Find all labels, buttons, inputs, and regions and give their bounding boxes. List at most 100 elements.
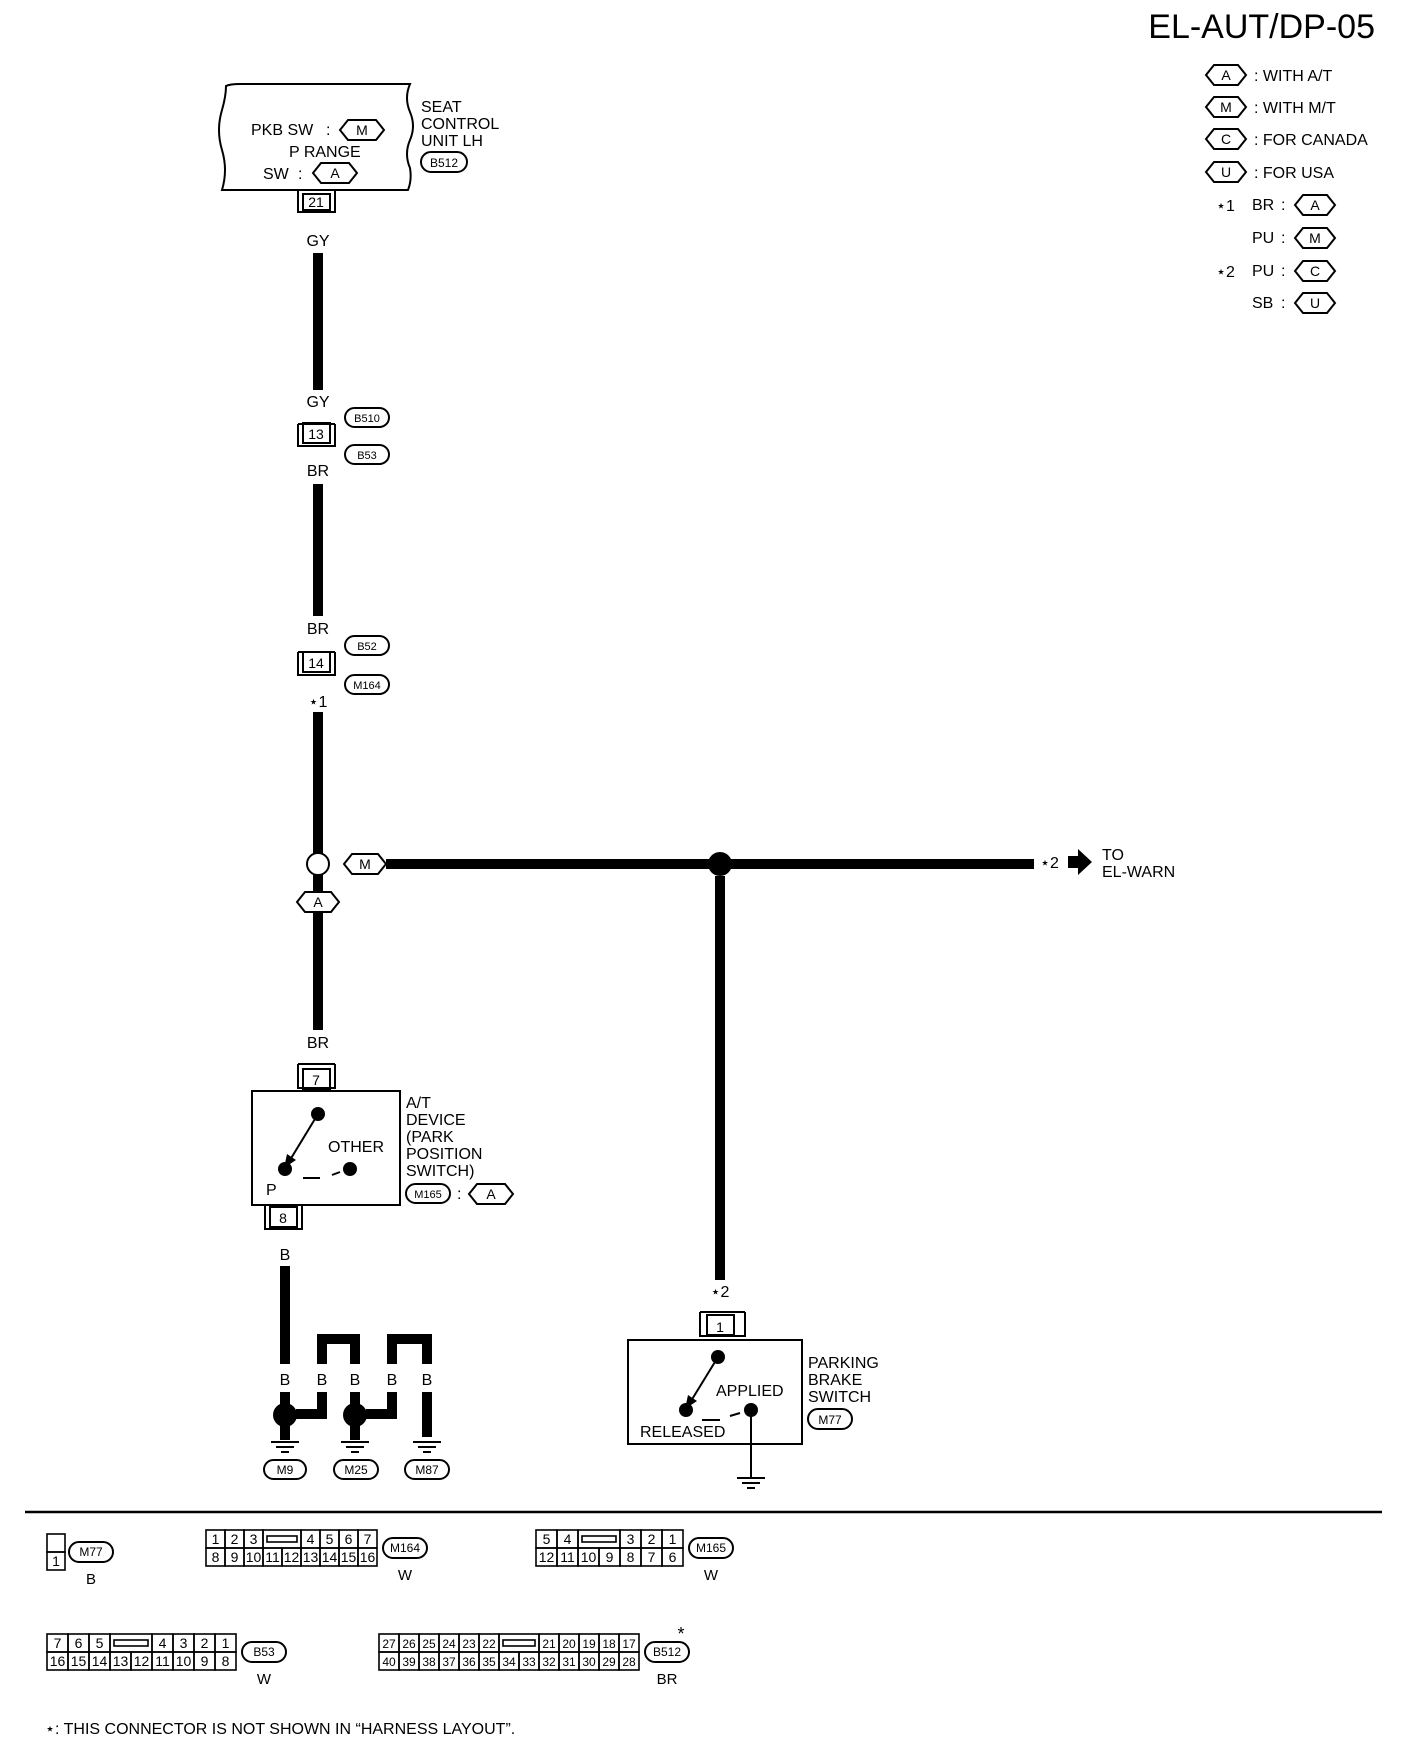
connector-pin: 27 bbox=[382, 1637, 396, 1651]
legend-item-c: C : FOR CANADA bbox=[1204, 128, 1368, 150]
ground-m9: M9 bbox=[263, 1441, 307, 1480]
star2-label: ⋆2 bbox=[1040, 855, 1059, 872]
ground-label: M9 bbox=[277, 1463, 294, 1477]
connector-pin: 30 bbox=[582, 1655, 596, 1669]
parking-connector: M77 bbox=[818, 1413, 842, 1427]
connector-pin: 1 bbox=[222, 1635, 230, 1651]
connector-color: W bbox=[704, 1567, 719, 1584]
wire-color-b: B bbox=[280, 1372, 291, 1389]
footnote: ⋆: THIS CONNECTOR IS NOT SHOWN IN “HARNE… bbox=[45, 1721, 515, 1738]
svg-text::: : bbox=[326, 122, 330, 139]
connector-pin: 19 bbox=[582, 1637, 596, 1651]
svg-text::: : bbox=[457, 1186, 461, 1203]
connector-pin: 8 bbox=[222, 1653, 230, 1669]
legend-item-a: A : WITH A/T bbox=[1204, 64, 1332, 86]
connector-pin: 31 bbox=[562, 1655, 576, 1669]
connector-pin: 5 bbox=[543, 1531, 551, 1547]
wire-color-b: B bbox=[387, 1372, 398, 1389]
ground-m25: M25 bbox=[333, 1441, 379, 1480]
p-range-label: P RANGE bbox=[289, 144, 361, 161]
ground-harness: B B B B B bbox=[273, 1334, 433, 1440]
connector-pin: 23 bbox=[462, 1637, 476, 1651]
at-device-name-3: (PARK bbox=[406, 1129, 454, 1146]
connector-pin: 7 bbox=[364, 1531, 372, 1547]
connector-pin: 3 bbox=[627, 1531, 635, 1547]
star-note-code: C bbox=[1310, 263, 1320, 279]
applied-label: APPLIED bbox=[716, 1383, 784, 1400]
connector-pin: 8 bbox=[212, 1549, 220, 1565]
connector-name: B53 bbox=[253, 1645, 275, 1659]
sw-label: SW bbox=[263, 166, 290, 183]
legend-text: : FOR CANADA bbox=[1254, 132, 1368, 149]
junction-connector-13: 13 B510 B53 bbox=[297, 407, 390, 465]
pkb-sw-label: PKB SW bbox=[251, 122, 314, 139]
arrow-right-icon bbox=[1068, 849, 1092, 875]
legend-code: C bbox=[1221, 131, 1231, 147]
connector-pin: 5 bbox=[96, 1635, 104, 1651]
parking-name-2: BRAKE bbox=[808, 1372, 862, 1389]
connector-color: W bbox=[398, 1567, 413, 1584]
connector-pin: 1 bbox=[212, 1531, 220, 1547]
page-title: EL-AUT/DP-05 bbox=[1148, 8, 1375, 46]
legend-text: : WITH M/T bbox=[1254, 100, 1336, 117]
legend-item-m: M : WITH M/T bbox=[1204, 96, 1336, 118]
connector-name: M165 bbox=[696, 1541, 726, 1555]
p-label: P bbox=[266, 1182, 277, 1199]
junction-connector-name: M164 bbox=[353, 680, 381, 692]
junction-connector-name: B510 bbox=[354, 413, 380, 425]
at-pin-top: 7 bbox=[312, 1072, 320, 1088]
wire-color-b: B bbox=[317, 1372, 328, 1389]
connector-pin: 6 bbox=[345, 1531, 353, 1547]
connector-pin: 32 bbox=[542, 1655, 556, 1669]
junction-pin: 14 bbox=[308, 655, 324, 671]
connector-pin: 13 bbox=[113, 1653, 129, 1669]
connector-pin: 1 bbox=[669, 1531, 677, 1547]
to-label: TO bbox=[1102, 847, 1124, 864]
wire-color-b: B bbox=[350, 1372, 361, 1389]
connector-pin: 4 bbox=[564, 1531, 572, 1547]
parking-name-1: PARKING bbox=[808, 1355, 879, 1372]
connector-pin: 4 bbox=[159, 1635, 167, 1651]
legend-item-u: U : FOR USA bbox=[1204, 161, 1334, 183]
connector-pin: 33 bbox=[522, 1655, 536, 1669]
connector-pin: 26 bbox=[402, 1637, 416, 1651]
connector-pin: 29 bbox=[602, 1655, 616, 1669]
connector-pin: 15 bbox=[341, 1549, 357, 1565]
released-label: RELEASED bbox=[640, 1424, 725, 1441]
at-device-name-2: DEVICE bbox=[406, 1112, 466, 1129]
at-pin-bottom: 8 bbox=[279, 1210, 287, 1226]
connector-pin: 2 bbox=[231, 1531, 239, 1547]
at-device-code: A bbox=[486, 1186, 496, 1202]
wire-color-gy-top: GY bbox=[306, 233, 329, 250]
connector-pin: 34 bbox=[502, 1655, 516, 1669]
sw-code: A bbox=[330, 165, 340, 181]
ground-m87: M87 bbox=[404, 1441, 450, 1480]
seat-unit-pin: 21 bbox=[308, 194, 324, 210]
connector-pin: 9 bbox=[201, 1653, 209, 1669]
connector-pin: 20 bbox=[562, 1637, 576, 1651]
wire-color-b: B bbox=[422, 1372, 433, 1389]
connector-pin: 18 bbox=[602, 1637, 616, 1651]
connector-name: M164 bbox=[390, 1541, 420, 1555]
star-note-code: A bbox=[1310, 197, 1320, 213]
at-device-connector: M165 bbox=[414, 1189, 442, 1201]
connector-pin: 21 bbox=[542, 1637, 556, 1651]
connector-pin: 3 bbox=[180, 1635, 188, 1651]
seat-unit-name-2: CONTROL bbox=[421, 116, 499, 133]
at-device: 7 OTHER P A/T DEVICE (PARK POSITION SWIT… bbox=[251, 1063, 515, 1230]
connector-pin: 35 bbox=[482, 1655, 496, 1669]
connector-pin: 12 bbox=[284, 1549, 300, 1565]
connector-pin: 4 bbox=[307, 1531, 315, 1547]
connector-pin: 16 bbox=[50, 1653, 66, 1669]
to-target-label: EL-WARN bbox=[1102, 864, 1175, 881]
wire-color-br-1: BR bbox=[307, 463, 329, 480]
wire-color-gy-bottom: GY bbox=[306, 394, 329, 411]
legend-text: : FOR USA bbox=[1254, 165, 1334, 182]
junction-connector-name: B53 bbox=[357, 450, 377, 462]
star-note-code: U bbox=[1310, 295, 1320, 311]
